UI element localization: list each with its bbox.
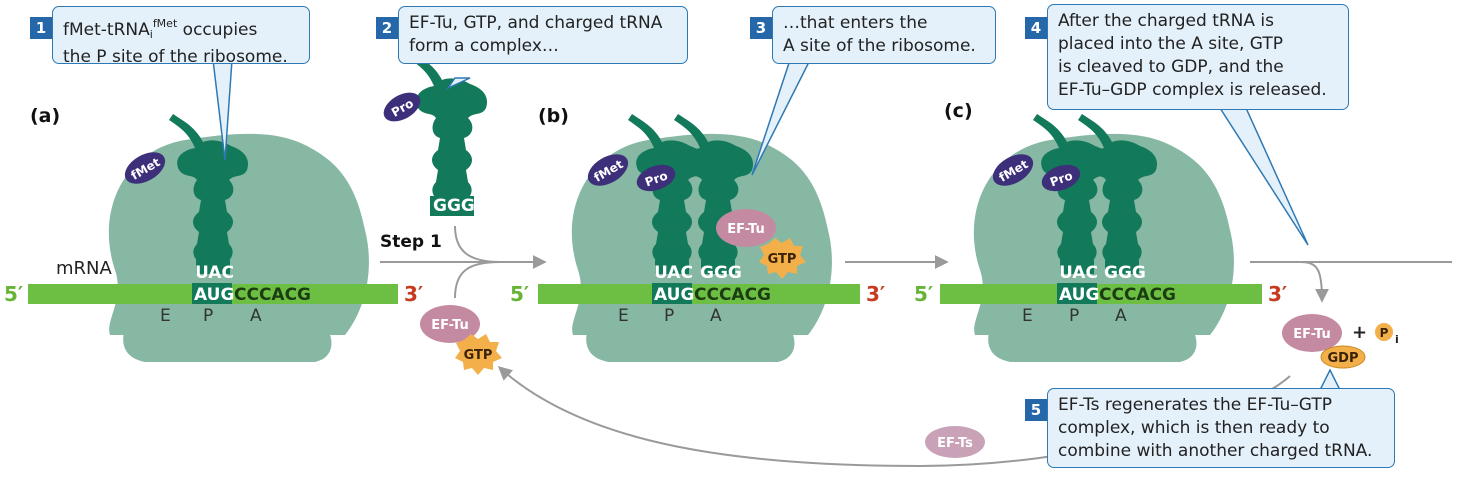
gtp-burst-recycled — [455, 334, 502, 375]
anticodon-p-c: UAC — [1059, 263, 1098, 283]
mrna-codon-p-b: AUG — [654, 285, 695, 305]
panel-b-label: (b) — [538, 105, 569, 127]
mrna-sequence-a: CCCACG — [234, 285, 312, 305]
step1-top-curve — [454, 225, 501, 263]
callout-5-pointer — [1318, 368, 1342, 391]
trna-fmet-a — [169, 114, 249, 304]
three-prime-b: 3′ — [866, 282, 886, 306]
ef-tu-recycled — [420, 305, 480, 343]
mrna-label: mRNA — [56, 258, 112, 279]
site-e-c: E — [1022, 306, 1033, 326]
gtp-label-b: GTP — [768, 252, 797, 267]
pi-p-label: P — [1380, 326, 1389, 340]
ef-tu-released — [1282, 314, 1342, 352]
ef-ts — [925, 426, 985, 458]
step1-label: Step 1 — [380, 232, 442, 252]
ef-tu-label-recycled: EF-Tu — [431, 318, 469, 333]
pro-amino-acid-free — [383, 92, 421, 122]
fmet-amino-acid-c — [992, 154, 1034, 186]
ef-ts-label: EF-Ts — [937, 436, 973, 451]
panel-a-label: (a) — [30, 105, 61, 127]
pro-amino-acid-b — [636, 164, 676, 192]
anticodon-a-b: GGG — [700, 263, 742, 283]
charged-trna-pro-free — [408, 52, 488, 216]
ef-tu-label-released: EF-Tu — [1293, 327, 1331, 342]
plus-sign: + — [1352, 322, 1367, 343]
trna-fmet-c — [1033, 114, 1113, 304]
callout-2: EF-Tu, GTP, and charged tRNA form a comp… — [398, 6, 688, 64]
anticodon-free: GGG — [433, 196, 475, 216]
site-p-c: P — [1069, 306, 1080, 326]
pi-i-label: i — [1395, 333, 1399, 346]
release-arrow — [1250, 261, 1452, 300]
five-prime-c: 5′ — [914, 282, 934, 306]
mrna-strand-b — [538, 284, 860, 304]
site-a-b: A — [710, 306, 722, 326]
callout-5-number: 5 — [1025, 399, 1047, 421]
anticodon-a-c: GGG — [1104, 263, 1146, 283]
gtp-label-recycled: GTP — [464, 348, 493, 363]
ef-tu-label-b: EF-Tu — [727, 222, 765, 237]
mrna-sequence-b: CCCACG — [694, 285, 772, 305]
pi-circle — [1375, 323, 1393, 341]
callout-1-number: 1 — [30, 17, 52, 39]
mrna-codon-p-a: AUG — [194, 285, 235, 305]
gdp-oval — [1320, 345, 1366, 369]
site-e-a: E — [160, 306, 171, 326]
callout-2-number: 2 — [376, 17, 398, 39]
fmet-amino-acid-b — [587, 154, 629, 186]
callout-5: EF-Ts regenerates the EF-Tu–GTP complex,… — [1047, 388, 1395, 468]
callout-4-number: 4 — [1025, 17, 1047, 39]
three-prime-c: 3′ — [1268, 282, 1288, 306]
mrna-codon-p-c: AUG — [1059, 285, 1100, 305]
callout-4: After the charged tRNA is placed into th… — [1047, 4, 1349, 110]
callout-3: …that enters the A site of the ribosome. — [772, 6, 996, 64]
trna-fmet-b — [628, 114, 708, 304]
site-p-b: P — [664, 306, 675, 326]
panel-c-label: (c) — [944, 100, 973, 122]
step1-bottom-curve — [454, 261, 501, 299]
anticodon-p-b: UAC — [654, 263, 693, 283]
callout-1: fMet-tRNAifMet occupies the P site of th… — [52, 6, 310, 67]
site-e-b: E — [618, 306, 629, 326]
three-prime-a: 3′ — [404, 282, 424, 306]
site-a-c: A — [1115, 306, 1127, 326]
fmet-amino-acid-a — [124, 152, 166, 184]
gtp-burst-b — [759, 238, 806, 279]
site-a-a: A — [250, 306, 262, 326]
site-p-a: P — [203, 306, 214, 326]
pro-amino-acid-c — [1041, 164, 1081, 192]
mrna-strand-c — [940, 284, 1262, 304]
five-prime-b: 5′ — [510, 282, 530, 306]
anticodon-p-a: UAC — [195, 263, 234, 283]
five-prime-a: 5′ — [4, 282, 24, 306]
callout-4-pointer — [1218, 107, 1309, 246]
gdp-label: GDP — [1328, 351, 1359, 366]
callout-2-pointer — [445, 77, 471, 90]
ef-tu-b — [716, 209, 776, 247]
callout-3-number: 3 — [750, 17, 772, 39]
mrna-sequence-c: CCCACG — [1099, 285, 1177, 305]
